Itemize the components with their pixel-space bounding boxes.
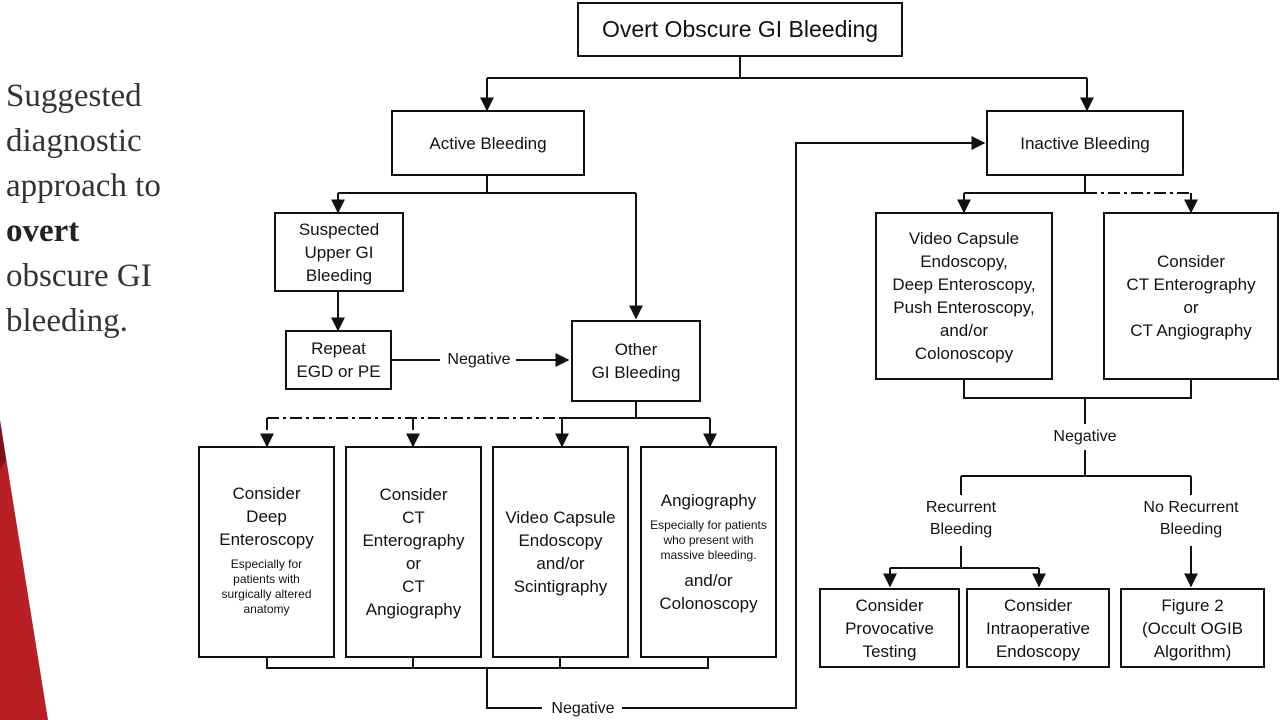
- node-text: Consider: [1156, 252, 1226, 271]
- node-text: Colonoscopy: [914, 344, 1014, 363]
- node-text: CT: [402, 577, 425, 596]
- node-capsule-left: Video Capsule Endoscopy and/or Scintigra…: [492, 446, 629, 658]
- node-text: Intraoperative: [986, 618, 1090, 638]
- node-inactive-bleeding: Inactive Bleeding: [986, 110, 1184, 176]
- node-text: Angiography: [660, 491, 757, 510]
- node-text: Angiography: [365, 600, 462, 619]
- label-negative-1: Negative: [443, 349, 515, 371]
- node-suspected-upper-gi: Suspected Upper GI Bleeding: [274, 212, 404, 292]
- node-text: or: [405, 554, 422, 573]
- node-text: Scintigraphy: [513, 577, 608, 596]
- node-text: Provocative: [845, 618, 934, 638]
- node-note: Especially for patients with surgically …: [221, 557, 311, 617]
- node-text: Bleeding: [305, 265, 373, 285]
- node-text: or: [1183, 298, 1199, 317]
- node-text: Video Capsule: [505, 508, 616, 527]
- node-text: Figure 2: [1161, 595, 1224, 615]
- node-angiography: Angiography Especially for patients who …: [640, 446, 777, 658]
- node-text: (Occult OGIB: [1141, 618, 1244, 638]
- node-ct-left: Consider CT Enterography or CT Angiograp…: [345, 446, 482, 658]
- node-text: Deep: [246, 506, 287, 526]
- sidebar-caption: Suggested diagnostic approach to overt o…: [6, 74, 196, 344]
- node-text: Video Capsule: [908, 229, 1020, 248]
- note-text: massive bleeding.: [660, 548, 757, 562]
- node-text: Overt Obscure GI Bleeding: [601, 16, 879, 42]
- node-text: CT Enterography: [1126, 275, 1256, 294]
- node-text: Repeat: [311, 339, 366, 358]
- node-text: Suspected: [298, 219, 380, 239]
- node-text: Endoscopy: [518, 531, 603, 550]
- node-text: and/or: [939, 321, 989, 340]
- label-text: Bleeding: [929, 521, 993, 538]
- node-text: EGD or PE: [296, 362, 381, 381]
- note-text: Especially for: [230, 556, 303, 571]
- caption-line: diagnostic: [6, 123, 142, 159]
- node-text: Push Enteroscopy,: [893, 298, 1035, 317]
- node-text: Consider: [379, 485, 448, 504]
- label-text: No Recurrent: [1143, 499, 1239, 516]
- node-repeat-egd: Repeat EGD or PE: [285, 330, 392, 390]
- node-text: and/or: [684, 571, 733, 590]
- node-text: Algorithm): [1153, 641, 1232, 661]
- node-capsule-right: Video Capsule Endoscopy, Deep Enteroscop…: [875, 212, 1053, 380]
- caption-line: obscure GI: [6, 258, 152, 294]
- node-text: Active Bleeding: [429, 133, 547, 153]
- node-text: Enteroscopy: [219, 529, 314, 549]
- label-no-recurrent: No Recurrent Bleeding: [1127, 497, 1255, 541]
- node-text: CT Angiography: [1130, 321, 1252, 340]
- note-text: anatomy: [243, 601, 290, 616]
- node-text: Other: [614, 340, 658, 359]
- node-provocative: Consider Provocative Testing: [819, 588, 960, 668]
- caption-line: approach to: [6, 168, 161, 204]
- note-text: Especially for patients: [650, 518, 767, 532]
- node-ct-right: Consider CT Enterography or CT Angiograp…: [1103, 212, 1279, 380]
- label-text: Recurrent: [925, 499, 997, 516]
- note-text: who present with: [663, 533, 754, 547]
- node-text: Deep Enteroscopy,: [892, 275, 1036, 294]
- label-negative-3: Negative: [1046, 426, 1124, 448]
- note-text: patients with: [233, 571, 300, 586]
- caption-line: Suggested: [6, 78, 142, 114]
- node-text: GI Bleeding: [591, 363, 681, 382]
- node-active-bleeding: Active Bleeding: [391, 110, 585, 176]
- node-text: Consider: [1003, 595, 1073, 615]
- caption-bold-word: overt: [6, 213, 80, 249]
- node-text: CT: [402, 508, 425, 527]
- red-accent-shape: [0, 420, 48, 720]
- node-overt-obscure: Overt Obscure GI Bleeding: [577, 2, 903, 57]
- node-text: and/or: [536, 554, 585, 573]
- node-intraoperative: Consider Intraoperative Endoscopy: [966, 588, 1110, 668]
- node-deep-enteroscopy: Consider Deep Enteroscopy Especially for…: [198, 446, 335, 658]
- label-negative-2: Negative: [545, 698, 621, 720]
- node-note: Especially for patients who present with…: [650, 518, 767, 563]
- caption-line: bleeding.: [6, 303, 128, 339]
- label-recurrent: Recurrent Bleeding: [905, 497, 1017, 541]
- node-text: Colonoscopy: [659, 594, 758, 613]
- node-other-gi: Other GI Bleeding: [571, 320, 701, 402]
- node-text: Consider: [855, 595, 924, 615]
- node-text: Endoscopy,: [920, 252, 1008, 271]
- label-text: Bleeding: [1159, 521, 1223, 538]
- note-text: surgically altered: [221, 586, 312, 601]
- node-text: Upper GI: [304, 242, 374, 262]
- node-figure2: Figure 2 (Occult OGIB Algorithm): [1120, 588, 1265, 668]
- node-text: Testing: [862, 641, 917, 661]
- node-text: Endoscopy: [995, 641, 1081, 661]
- node-text: Enterography: [362, 531, 465, 550]
- node-text: Consider: [232, 483, 301, 503]
- node-text: Inactive Bleeding: [1020, 133, 1150, 153]
